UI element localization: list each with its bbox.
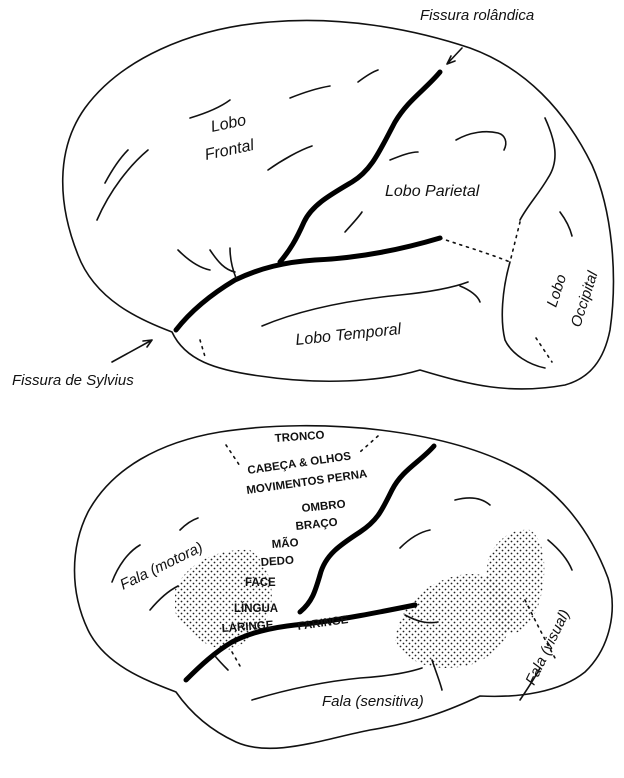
bottom-dotted-4	[232, 652, 240, 666]
parietal-sulcus-1	[456, 132, 506, 150]
label-lobo-occipital-1: Lobo	[544, 272, 570, 309]
parietal-sulcus-2	[390, 152, 418, 160]
frontal-sulcus-4	[268, 146, 312, 170]
top-brain-diagram: Fissura rolândica Lobo Frontal Lobo Pari…	[12, 7, 613, 389]
frontal-sulcus-2	[105, 150, 128, 183]
bottom-sulcus-4	[400, 530, 430, 548]
label-lobo-occipital-2: Occipital	[568, 269, 602, 330]
frontal-sulcus-1	[97, 150, 148, 220]
parietal-sulcus-3	[345, 212, 362, 232]
label-lobo-parietal: Lobo Parietal	[385, 183, 480, 200]
label-ombro: OMBRO	[301, 498, 346, 515]
sylvius-arrow	[112, 340, 152, 362]
bottom-dotted-1	[226, 445, 240, 466]
temporal-sulcus-2	[460, 286, 480, 302]
stipple-motor-area	[175, 550, 272, 650]
parietal-dotted-line	[440, 238, 510, 262]
rolandic-arrow	[447, 48, 462, 64]
bottom-sulcus-3	[180, 518, 198, 530]
label-braco: BRAÇO	[295, 517, 338, 533]
label-laringe: LARINGE	[221, 619, 274, 635]
frontal-sulcus-6	[358, 70, 378, 82]
parietal-sulcus-4	[560, 212, 572, 236]
label-faringe: FARINGE	[297, 614, 350, 633]
label-fissura-sylvius: Fissura de Sylvius	[12, 372, 134, 389]
occipital-boundary	[520, 118, 555, 220]
label-lobo-frontal-2: Frontal	[203, 137, 256, 164]
temporal-dotted	[200, 340, 206, 360]
label-lobo-frontal-1: Lobo	[209, 112, 247, 136]
stipple-visual-area	[487, 530, 545, 634]
bottom-sulcus-5	[455, 498, 490, 505]
bottom-sulcus-6	[548, 540, 572, 570]
bottom-sylvian-branch	[215, 656, 228, 670]
label-dedo: DEDO	[260, 555, 294, 569]
rolandic-fissure	[280, 72, 440, 262]
label-lobo-temporal: Lobo Temporal	[295, 321, 403, 349]
bottom-brain-diagram: TRONCO CABEÇA & OLHOS MOVIMENTOS PERNA O…	[75, 426, 613, 749]
occipital-bottom-dotted	[536, 338, 552, 362]
occipital-dotted-line	[510, 222, 520, 262]
bottom-dotted-2	[360, 436, 378, 452]
bottom-sulcus-2	[150, 586, 178, 610]
sylvian-branch	[230, 248, 236, 278]
label-tronco: TRONCO	[274, 430, 325, 445]
frontal-sulcus-8	[178, 250, 210, 270]
sylvian-fissure	[176, 238, 440, 330]
label-mao: MÃO	[271, 536, 299, 551]
label-fissura-rolandica: Fissura rolândica	[420, 7, 534, 24]
label-lingua: LÍNGUA	[234, 602, 278, 615]
occipital-lower-boundary	[502, 262, 545, 368]
frontal-sulcus-5	[290, 86, 330, 98]
label-fala-sensitiva: Fala (sensitiva)	[322, 693, 424, 710]
temporal-sulcus-1	[262, 282, 468, 326]
label-face: FACE	[245, 577, 276, 589]
